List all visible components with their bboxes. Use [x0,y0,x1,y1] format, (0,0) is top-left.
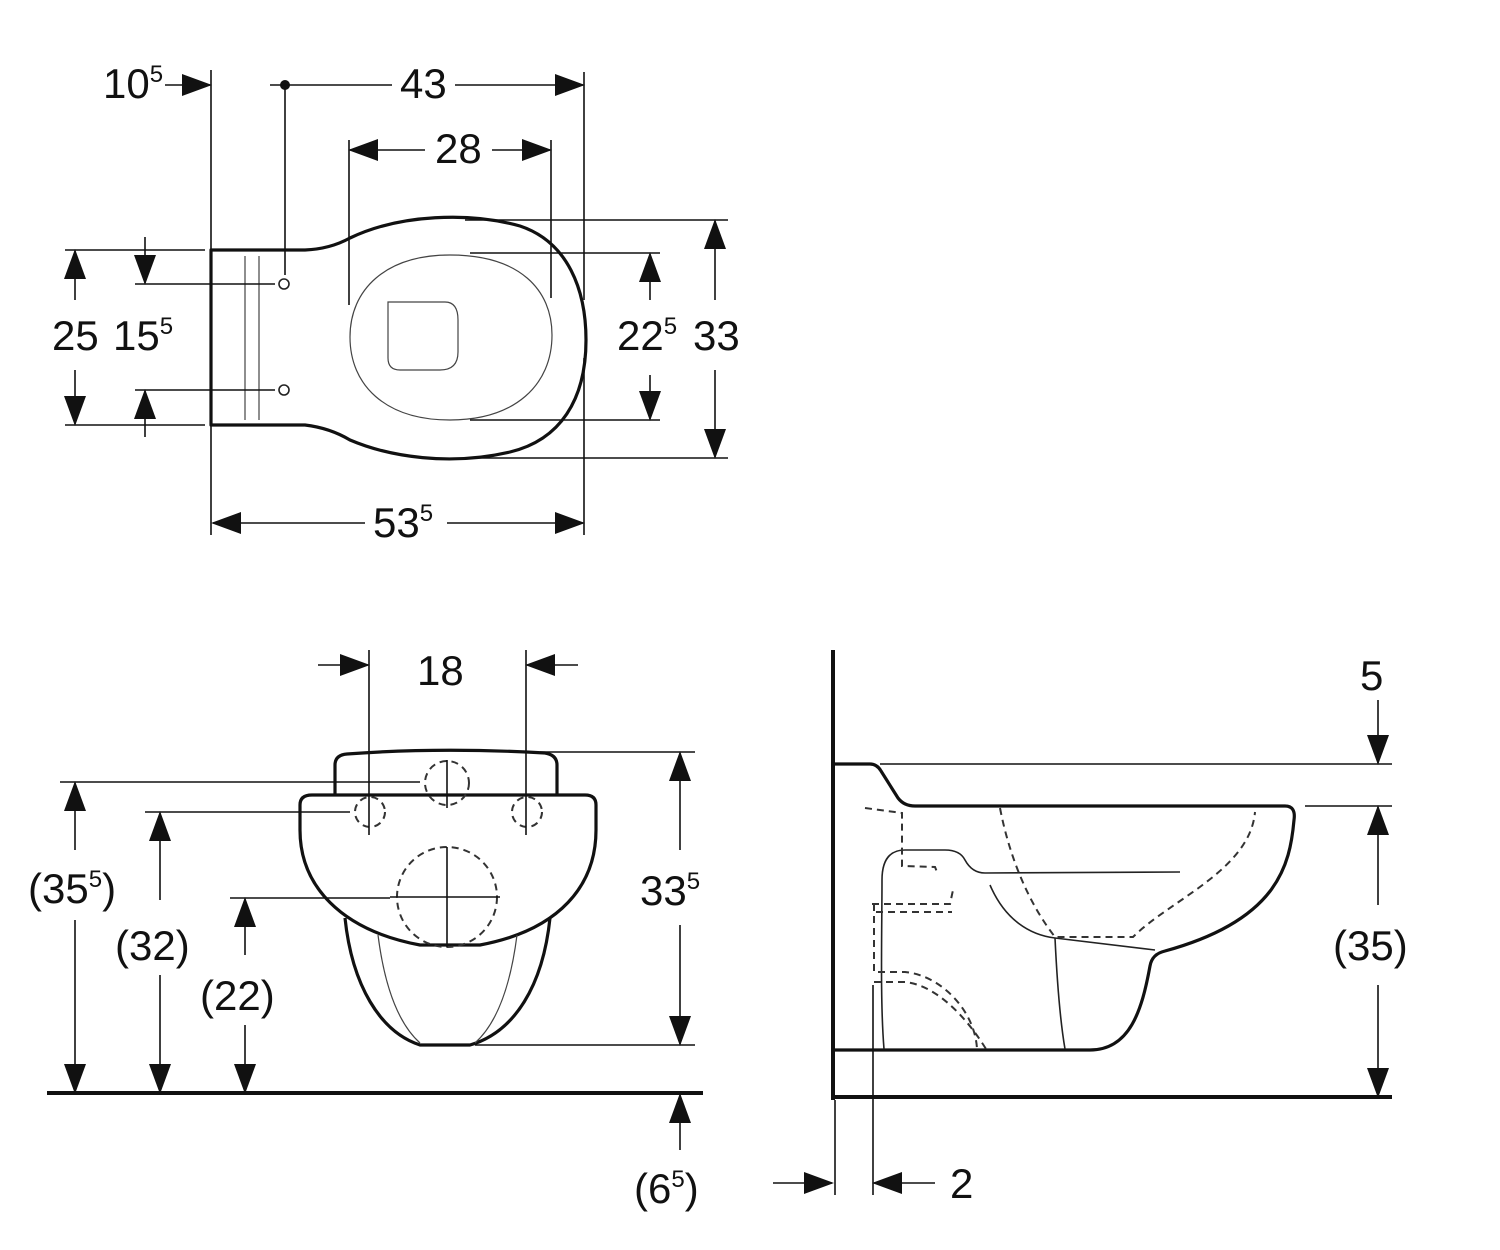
side-view: 5 (35) 2 [773,650,1408,1207]
dim-rear-offset: 105 [103,60,163,107]
front-view: 18 (355) (32) (22) 335 (65) [28,647,703,1212]
dim-total-length: 535 [373,499,433,546]
dim-seat-width: 28 [435,125,482,172]
bowl-front [298,793,598,947]
fixing-bolt-right [511,796,543,828]
dim-bowl-width: 33 [693,312,740,359]
bowl-side-outline [833,762,1296,1052]
dim-height-fixing: (32) [115,922,190,969]
dim-body-height: 335 [640,867,700,914]
flush-inlet [424,760,470,806]
dim-wall-gap: 2 [950,1160,973,1207]
dim-fixing-spacing: 155 [113,312,173,359]
dim-floor-offset: (65) [634,1165,699,1212]
dim-rim-step: 5 [1360,652,1383,699]
dim-seat-depth: 225 [617,312,677,359]
cistern-cover [333,748,559,795]
dim-height-top: (355) [28,865,116,912]
fixing-hole [278,384,290,396]
pedestal-front [343,917,552,1047]
dim-rim-height: (35) [1333,922,1408,969]
dim-fixing-distance: 18 [417,647,464,694]
bowl-outline-top [209,215,588,461]
dim-fixing-to-front: 43 [400,60,447,107]
top-view: 105 43 28 25 155 225 33 535 [52,60,740,546]
dim-height-outlet: (22) [200,972,275,1019]
fixing-bolt-left [354,796,386,828]
dim-rear-height: 25 [52,312,99,359]
seat-opening [349,254,553,421]
fixing-hole [278,278,290,290]
inner-bowl-shape [387,301,459,371]
